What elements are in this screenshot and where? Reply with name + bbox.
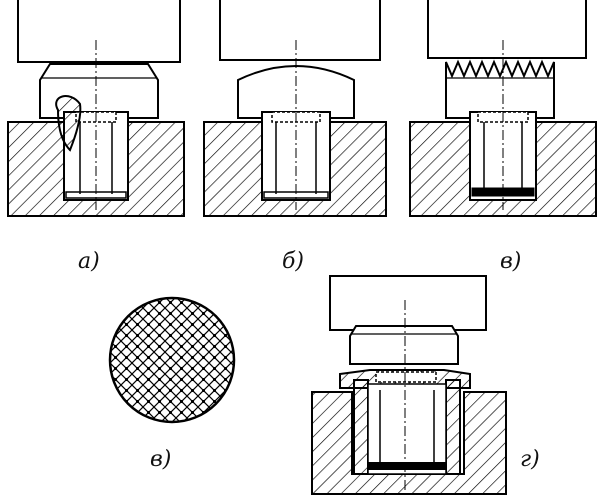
- deformation-zone: [55, 95, 82, 152]
- caption-a: а): [78, 249, 100, 274]
- punch-body: [329, 275, 487, 331]
- caption-b: б): [282, 249, 304, 274]
- panel-g: [311, 275, 507, 496]
- punch-body: [17, 0, 181, 63]
- caption-v: в): [500, 249, 521, 274]
- panel-v: [409, 0, 597, 217]
- bushing-wall-right: [445, 379, 461, 475]
- knurl-detail: [108, 296, 236, 424]
- caption-v2: в): [150, 447, 171, 472]
- bushing-wall-left: [353, 379, 369, 475]
- tool-head: [237, 65, 355, 119]
- workpiece: [311, 391, 507, 495]
- panel-b: [203, 0, 387, 217]
- punch-body: [219, 0, 381, 61]
- panel-a: [7, 0, 185, 217]
- tool-head: [445, 59, 555, 119]
- knurl-outline: [108, 296, 236, 424]
- tool-head: [349, 325, 459, 365]
- caption-g: г): [520, 447, 540, 472]
- punch-body: [427, 0, 587, 59]
